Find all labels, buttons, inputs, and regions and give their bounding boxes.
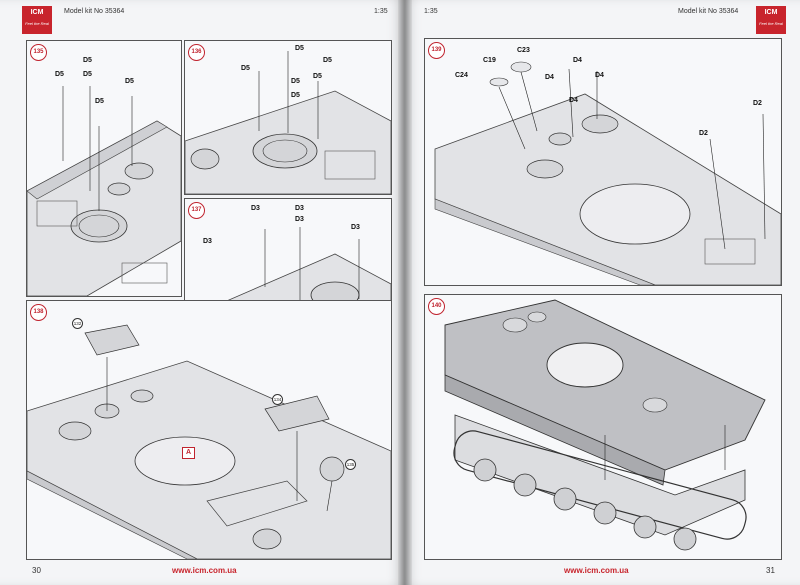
part-label: D5 [83, 57, 92, 64]
part-label: D5 [295, 45, 304, 52]
part-label: D3 [295, 205, 304, 212]
step-number: 136 [188, 44, 205, 61]
part-label: D5 [291, 92, 300, 99]
part-label: D5 [95, 98, 104, 105]
part-label: C23 [517, 47, 530, 54]
callout: 132 [72, 318, 83, 329]
part-label: D3 [203, 238, 212, 245]
step-number: 140 [428, 298, 445, 315]
part-label: D5 [323, 57, 332, 64]
marker-a: A [182, 447, 195, 459]
part-label: C24 [455, 72, 468, 79]
website-link[interactable]: www.icm.com.ua [564, 566, 629, 575]
part-label: D5 [241, 65, 250, 72]
step-138-drawing [27, 324, 391, 559]
part-label: D5 [83, 71, 92, 78]
step-140-drawing [444, 299, 766, 551]
part-label: D5 [313, 73, 322, 80]
step-number: 138 [30, 304, 47, 321]
part-label: D4 [595, 72, 604, 79]
step-138-panel: 138 132 134 135 A [26, 300, 392, 560]
part-label: D5 [291, 78, 300, 85]
step-139-panel: 139 C23 C19 C24 D4 D4 [424, 38, 782, 286]
step-number: 137 [188, 202, 205, 219]
page-number: 31 [766, 566, 775, 575]
callout: 135 [345, 459, 356, 470]
part-label: D4 [573, 57, 582, 64]
part-label: D2 [753, 100, 762, 107]
part-label: D3 [295, 216, 304, 223]
step-number: 139 [428, 42, 445, 59]
kit-number: Model kit No 35364 [64, 8, 125, 15]
step-139-drawing [434, 61, 781, 285]
book-gutter [398, 0, 412, 585]
scale-label: 1:35 [424, 8, 438, 15]
part-label: D5 [55, 71, 64, 78]
part-label: D3 [251, 205, 260, 212]
part-label: D4 [545, 74, 554, 81]
part-label: D2 [699, 130, 708, 137]
part-label: D4 [569, 97, 578, 104]
callout: 134 [272, 394, 283, 405]
part-label: D5 [125, 78, 134, 85]
scale-label: 1:35 [374, 8, 388, 15]
page-number: 30 [32, 566, 41, 575]
part-label: C19 [483, 57, 496, 64]
step-136-panel: 136 D5 D5 D5 D5 D5 D5 [184, 40, 392, 195]
website-link[interactable]: www.icm.com.ua [172, 566, 237, 575]
step-135-drawing [27, 86, 181, 296]
step-136-drawing [185, 51, 391, 194]
step-135-panel: 135 D5 D5 D5 D5 D5 [26, 40, 182, 297]
step-140-panel: 140 [424, 294, 782, 560]
kit-number: Model kit No 35364 [678, 8, 739, 15]
step-number: 135 [30, 44, 47, 61]
part-label: D3 [351, 224, 360, 231]
